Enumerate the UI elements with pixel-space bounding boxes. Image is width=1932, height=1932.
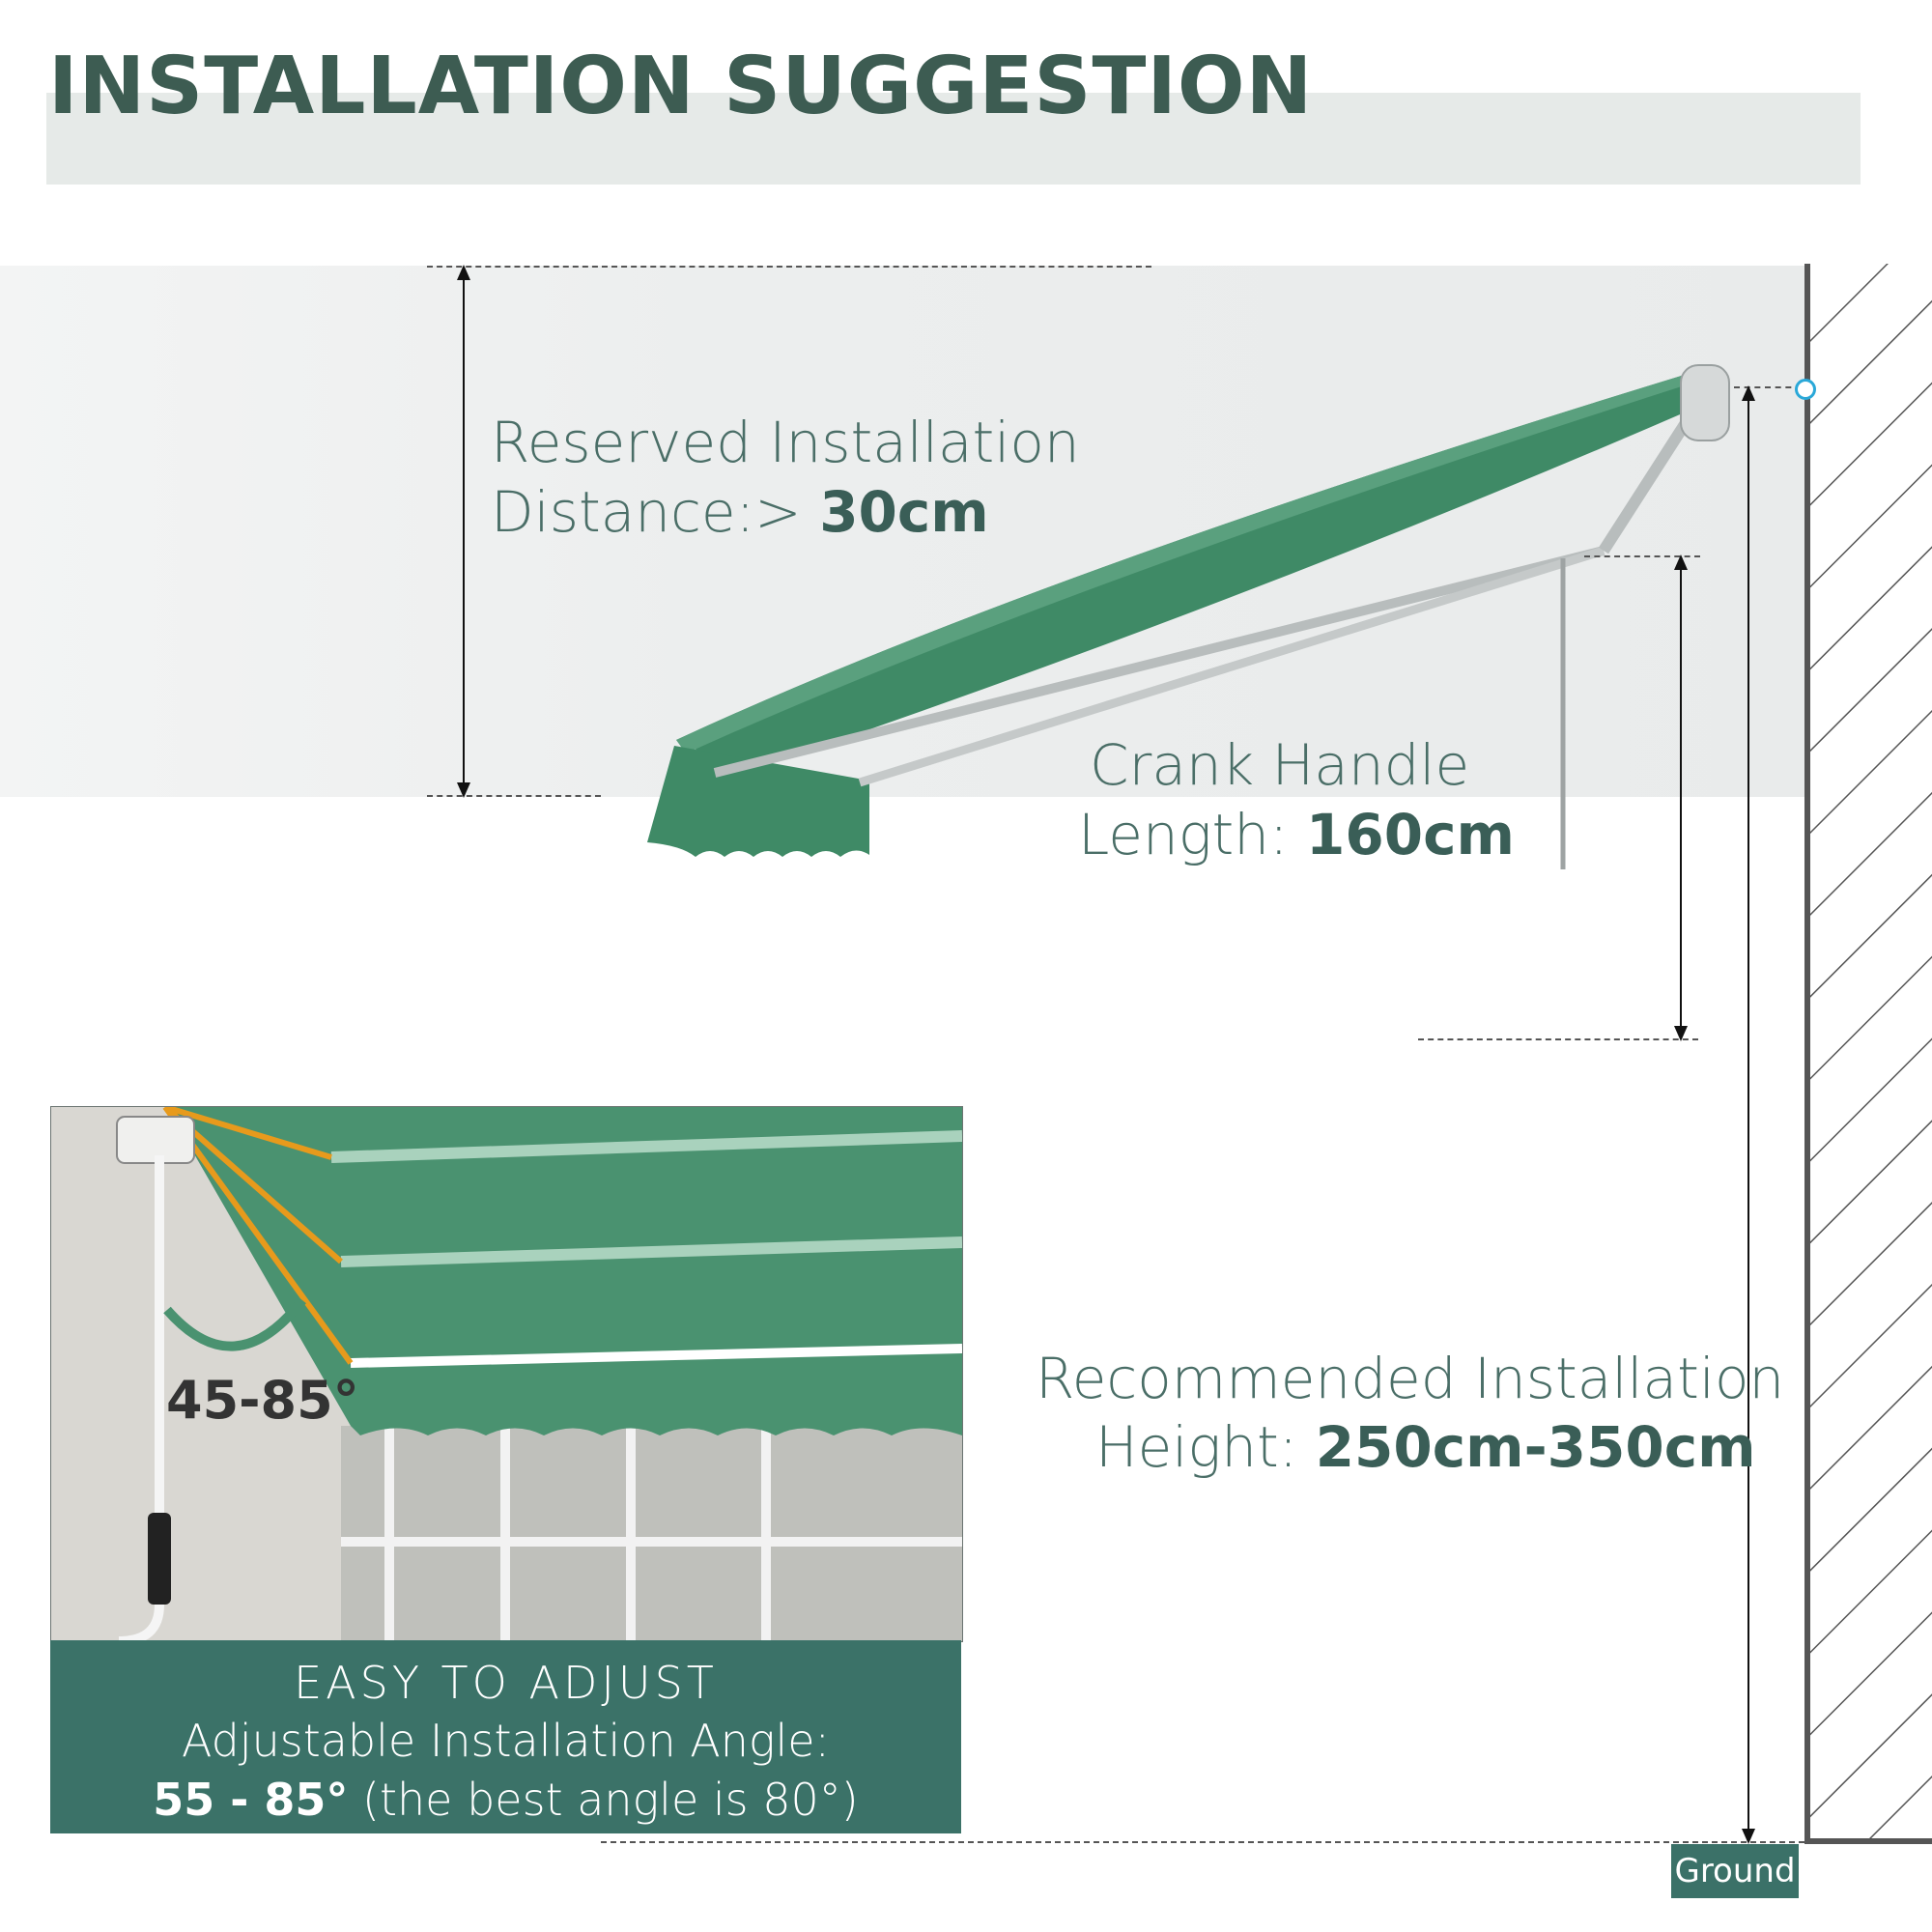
caption-heading: EASY TO ADJUST (294, 1657, 718, 1709)
height-label-line1: Recommended Installation (1036, 1346, 1785, 1411)
angle-inset-photo (50, 1106, 963, 1642)
ground-label: Ground (1671, 1844, 1799, 1898)
title-band (46, 93, 1861, 185)
height-label-line2: Height: 250cm-350cm (1095, 1414, 1756, 1480)
crank-bottom-dashed-line (1418, 1038, 1698, 1040)
mount-point-marker (1795, 379, 1816, 400)
caption-range: 55 - 85° (the best angle is 80°) (153, 1774, 859, 1826)
ground-dashed-line (601, 1841, 1804, 1843)
caption-subheading: Adjustable Installation Angle: (181, 1715, 831, 1767)
angle-range-label: 45-85° (166, 1370, 359, 1431)
reserved-dimension-arrow (457, 265, 470, 798)
reserved-label-line2: Distance:> 30cm (491, 479, 989, 545)
reserved-bottom-dashed-line (427, 795, 601, 797)
wall-hatched (1804, 264, 1932, 1844)
inset-caption: EASY TO ADJUST Adjustable Installation A… (50, 1640, 961, 1833)
crank-dimension-arrow (1674, 554, 1688, 1041)
crank-label-line1: Crank Handle (1090, 732, 1470, 798)
crank-label-line2: Length: 160cm (1078, 802, 1515, 867)
awning-illustration (647, 364, 1730, 869)
reserved-top-dashed-line (427, 266, 1151, 268)
angle-inset-drawing (51, 1107, 962, 1641)
height-value: 250cm-350cm (1315, 1414, 1756, 1480)
page-title: INSTALLATION SUGGESTION (48, 41, 1314, 132)
height-top-dashed-line (1734, 386, 1802, 388)
reserved-label-line1: Reserved Installation (491, 410, 1080, 475)
crank-value: 160cm (1306, 802, 1515, 867)
crank-top-dashed-line (1584, 555, 1700, 557)
height-dimension-arrow (1742, 385, 1755, 1844)
reserved-value: 30cm (819, 479, 989, 545)
